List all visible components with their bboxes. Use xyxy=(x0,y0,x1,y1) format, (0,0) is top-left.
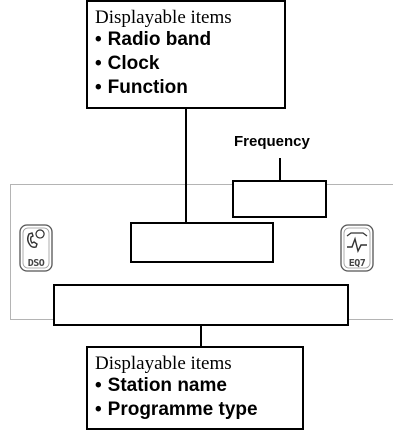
frequency-leader-line xyxy=(279,158,281,181)
frequency-display-box xyxy=(232,180,327,218)
eq7-label: EQ7 xyxy=(348,258,366,269)
dso-button[interactable]: DSO xyxy=(18,223,54,273)
bottom-callout-item: •Station name xyxy=(95,375,227,396)
radio-band-display-box xyxy=(130,222,274,263)
top-callout-caption: Displayable items xyxy=(95,7,232,28)
dso-label: DSO xyxy=(27,258,45,269)
equalizer-icon xyxy=(340,224,374,272)
bottom-callout-caption: Displayable items xyxy=(95,353,232,374)
top-callout-item: •Function xyxy=(95,77,188,98)
bottom-callout: Displayable items •Station name •Program… xyxy=(86,346,304,430)
frequency-label: Frequency xyxy=(234,133,310,150)
top-callout-item: •Radio band xyxy=(95,29,212,50)
top-callout-item: •Clock xyxy=(95,53,160,74)
top-leader-line xyxy=(185,108,187,224)
station-name-display-box xyxy=(53,284,349,326)
eq7-button[interactable]: EQ7 xyxy=(339,223,375,273)
bottom-leader-line xyxy=(200,325,202,347)
bottom-callout-item: •Programme type xyxy=(95,399,258,420)
phone-icon xyxy=(19,224,53,272)
top-callout: Displayable items •Radio band •Clock •Fu… xyxy=(86,0,286,109)
